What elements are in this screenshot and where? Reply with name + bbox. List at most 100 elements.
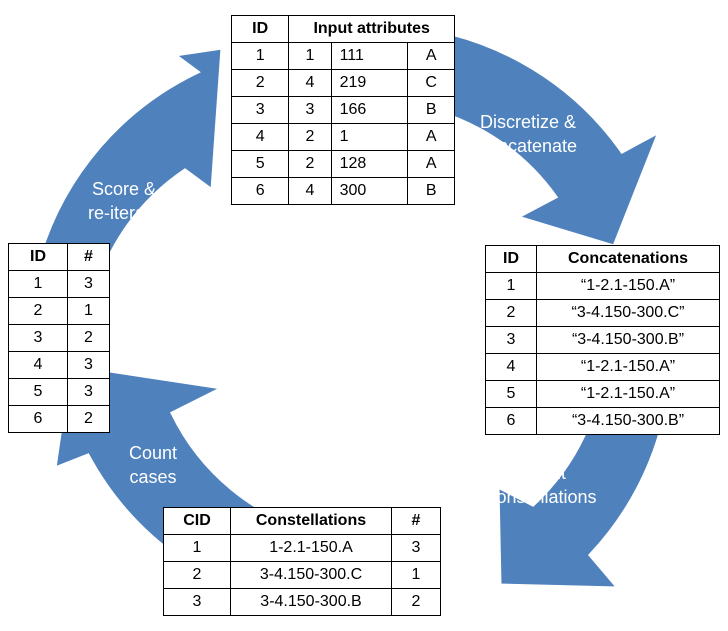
cell-id: 2	[8, 297, 68, 325]
cell-id: 2	[485, 299, 537, 327]
table-row: 4 2 1 A	[230, 123, 455, 151]
cell-constellation: 3-4.150-300.B	[230, 588, 392, 616]
cell-id: 1	[485, 272, 537, 300]
column-header-count: #	[67, 243, 110, 271]
cell-concatenation: “3-4.150-300.B”	[536, 407, 720, 435]
cell-cid: 1	[163, 534, 231, 562]
table-row: 1 3	[8, 270, 110, 298]
cell-attr-1: 3	[288, 96, 332, 124]
column-header-cid: CID	[163, 507, 231, 535]
cell-concatenation: “3-4.150-300.B”	[536, 326, 720, 354]
cell-attr-3: C	[407, 69, 455, 97]
cell-attr-3: A	[407, 123, 455, 151]
case-count-table: ID # 1 3 2 1 3 2 4 3 5 3 6 2	[8, 243, 110, 433]
table-row: 2 3-4.150-300.C 1	[163, 561, 441, 589]
table-row: 5 3	[8, 378, 110, 406]
cell-count: 2	[67, 324, 110, 352]
cell-attr-1: 1	[288, 42, 332, 70]
cell-attr-1: 2	[288, 123, 332, 151]
step-label-count-constellations: Count constellations	[468, 461, 616, 509]
table-row: 1 1 111 A	[230, 42, 455, 70]
arrow-score	[37, 46, 224, 257]
cell-id: 2	[230, 69, 290, 97]
input-attributes-table: ID Input attributes 1 1 111 A 2 4 219 C …	[230, 15, 455, 205]
arrow-discretize	[390, 23, 662, 248]
constellations-table: CID Constellations # 1 1-2.1-150.A 3 2 3…	[163, 507, 441, 616]
step-label-line: cases	[129, 467, 177, 487]
cell-attr-1: 4	[288, 69, 332, 97]
cell-id: 6	[485, 407, 537, 435]
cell-attr-1: 4	[288, 177, 332, 205]
cell-concatenation: “1-2.1-150.A”	[536, 272, 720, 300]
table-row: 6 “3-4.150-300.B”	[485, 407, 720, 435]
cell-attr-2: 300	[330, 177, 409, 205]
table-row: 3 3-4.150-300.B 2	[163, 588, 441, 616]
step-label-count-cases: Count cases	[103, 441, 203, 489]
step-label-line: Count	[128, 443, 178, 463]
cell-count: 1	[391, 561, 441, 589]
step-label-line: Discretize &	[479, 112, 577, 132]
cell-id: 4	[230, 123, 290, 151]
cell-attr-3: A	[407, 42, 455, 70]
cell-attr-2: 219	[330, 69, 409, 97]
table-header-row: ID #	[8, 243, 110, 271]
step-label-line: Count	[517, 463, 567, 483]
concatenations-table: ID Concatenations 1 “1-2.1-150.A” 2 “3-4…	[485, 245, 720, 435]
cell-count: 2	[67, 405, 110, 433]
table-row: 3 2	[8, 324, 110, 352]
cell-id: 3	[485, 326, 537, 354]
column-header-input-attributes: Input attributes	[288, 15, 455, 43]
table-row: 3 “3-4.150-300.B”	[485, 326, 720, 354]
cell-count: 3	[67, 351, 110, 379]
column-header-concatenations: Concatenations	[536, 245, 720, 273]
table-row: 3 3 166 B	[230, 96, 455, 124]
step-label-score: Score & re-iterate	[72, 177, 176, 225]
cell-id: 5	[8, 378, 68, 406]
cell-attr-3: B	[407, 177, 455, 205]
cell-id: 4	[8, 351, 68, 379]
step-label-line: re-iterate	[87, 203, 161, 223]
step-label-line: concatenate	[478, 136, 578, 156]
table-row: 1 1-2.1-150.A 3	[163, 534, 441, 562]
cell-concatenation: “3-4.150-300.C”	[536, 299, 720, 327]
cell-id: 6	[8, 405, 68, 433]
table-row: 5 2 128 A	[230, 150, 455, 178]
cell-id: 4	[485, 353, 537, 381]
table-row: 2 1	[8, 297, 110, 325]
cell-id: 5	[230, 150, 290, 178]
cell-attr-2: 128	[330, 150, 409, 178]
cell-cid: 2	[163, 561, 231, 589]
cell-id: 3	[230, 96, 290, 124]
column-header-id: ID	[8, 243, 68, 271]
cell-attr-3: B	[407, 96, 455, 124]
step-label-line: Score &	[91, 179, 157, 199]
cell-id: 5	[485, 380, 537, 408]
cell-concatenation: “1-2.1-150.A”	[536, 380, 720, 408]
cell-constellation: 3-4.150-300.C	[230, 561, 392, 589]
cell-id: 1	[230, 42, 290, 70]
table-row: 6 4 300 B	[230, 177, 455, 205]
cell-constellation: 1-2.1-150.A	[230, 534, 392, 562]
table-header-row: ID Concatenations	[485, 245, 720, 273]
table-row: 4 3	[8, 351, 110, 379]
cell-count: 3	[67, 378, 110, 406]
table-row: 4 “1-2.1-150.A”	[485, 353, 720, 381]
table-header-row: ID Input attributes	[230, 15, 455, 43]
table-row: 5 “1-2.1-150.A”	[485, 380, 720, 408]
cell-concatenation: “1-2.1-150.A”	[536, 353, 720, 381]
cell-id: 6	[230, 177, 290, 205]
cell-cid: 3	[163, 588, 231, 616]
column-header-count: #	[391, 507, 441, 535]
cell-attr-3: A	[407, 150, 455, 178]
table-row: 2 “3-4.150-300.C”	[485, 299, 720, 327]
cell-attr-2: 111	[330, 42, 409, 70]
cell-count: 2	[391, 588, 441, 616]
step-label-discretize: Discretize & concatenate	[460, 110, 596, 158]
cell-count: 3	[67, 270, 110, 298]
table-row: 2 4 219 C	[230, 69, 455, 97]
step-label-line: constellations	[487, 487, 597, 507]
cell-id: 3	[8, 324, 68, 352]
column-header-constellations: Constellations	[230, 507, 392, 535]
cell-count: 1	[67, 297, 110, 325]
